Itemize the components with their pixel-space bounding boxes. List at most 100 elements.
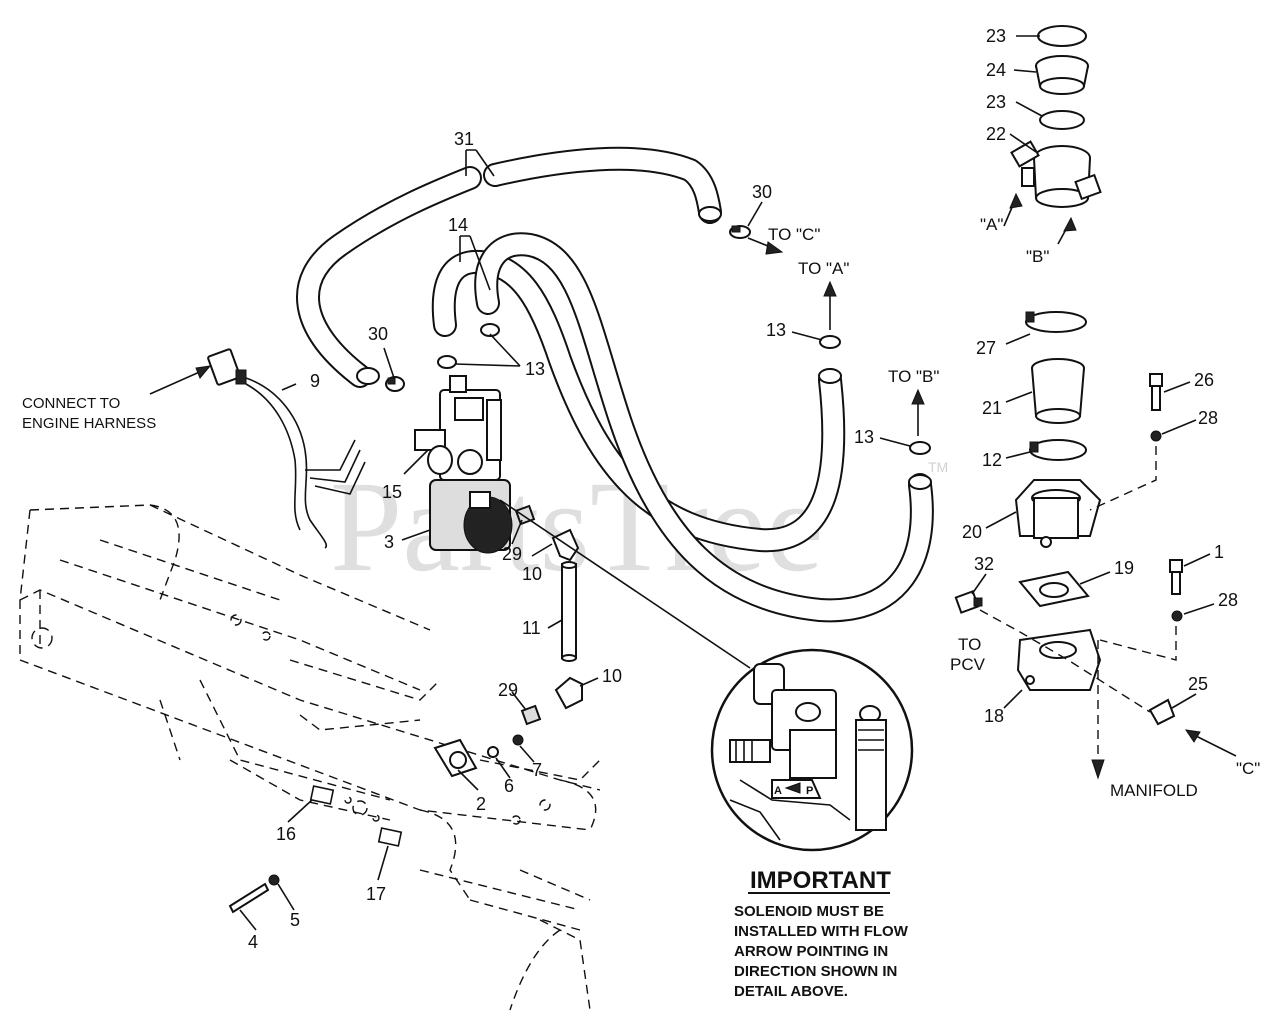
callout-4: 4 (248, 932, 258, 952)
label-plate-17 (377, 827, 403, 847)
callout-numbers: 31 30 14 13 30 13 9 13 15 3 29 10 11 29 … (248, 26, 1238, 952)
callout-5: 5 (290, 910, 300, 930)
callout-14: 14 (448, 215, 468, 235)
callout-29-bottom: 29 (498, 680, 518, 700)
label-port-c: "C" (1236, 759, 1260, 778)
callout-23-bottom: 23 (986, 92, 1006, 112)
regulator-assembly-3 (414, 375, 513, 554)
note-line: DIRECTION SHOWN IN (734, 963, 897, 980)
note-line: SOLENOID MUST BE (734, 903, 884, 920)
clamp-13 (437, 323, 931, 455)
callout-10-top: 10 (522, 564, 542, 584)
gasket-19 (1018, 570, 1090, 608)
callout-24: 24 (986, 60, 1006, 80)
callout-15: 15 (382, 482, 402, 502)
throttle-body-20 (1014, 479, 1102, 548)
callout-32: 32 (974, 554, 994, 574)
washer-28-top (1150, 430, 1162, 442)
trademark: TM (928, 459, 948, 475)
arrow-connect-harness (149, 365, 212, 395)
frame-bracket (19, 504, 601, 1011)
arrow-to-b (911, 388, 925, 436)
callout-28-top: 28 (1198, 408, 1218, 428)
wire-harness-9 (207, 348, 366, 549)
washer-6 (487, 746, 499, 758)
coupler-21 (1031, 358, 1085, 424)
arrow-to-a (823, 280, 837, 330)
callout-13-c: 13 (854, 427, 874, 447)
label-plate-16 (309, 785, 335, 805)
hose-end (908, 474, 932, 490)
o-ring-23-top (1037, 25, 1087, 47)
detail-arrow-label-p: P (806, 785, 813, 797)
mixer-body-22 (1010, 140, 1102, 208)
bulkhead-fitting-2 (433, 738, 478, 778)
callout-11: 11 (522, 618, 541, 638)
label-port-b: "B" (1026, 247, 1049, 266)
port-arrow-c (1184, 729, 1237, 757)
callout-13-a: 13 (766, 320, 786, 340)
elbow-10-top (551, 528, 580, 562)
callout-21: 21 (982, 398, 1002, 418)
pipe-11 (561, 561, 577, 662)
bolt-26 (1149, 373, 1163, 411)
label-to-pcv-line1: TO (958, 635, 981, 654)
important-note: IMPORTANT SOLENOID MUST BE INSTALLED WIT… (734, 867, 909, 1000)
callout-29-top: 29 (502, 544, 522, 564)
hose-end (698, 206, 722, 222)
detail-arrow-label-a: A (774, 785, 782, 797)
hose-end (356, 367, 380, 385)
callout-10-bottom: 10 (602, 666, 622, 686)
callout-30-top: 30 (752, 182, 772, 202)
callout-22: 22 (986, 124, 1006, 144)
hose-31 (296, 146, 722, 388)
note-line: ARROW POINTING IN (734, 943, 888, 960)
clamp-12 (1029, 439, 1087, 461)
bolt-4 (228, 874, 280, 914)
callout-3: 3 (384, 532, 394, 552)
label-to-c: TO "C" (768, 225, 820, 244)
fitting-29-bottom (520, 704, 542, 726)
direction-labels: TO "C" TO "A" TO "B" CONNECT TO ENGINE H… (22, 215, 1260, 800)
clamp-30-left (385, 376, 405, 392)
elbow-10-bottom (554, 676, 583, 710)
bolt-1 (1169, 559, 1183, 595)
adapter-24 (1035, 55, 1089, 95)
note-line: DETAIL ABOVE. (734, 983, 848, 1000)
fitting-25 (1148, 698, 1176, 726)
label-to-b: TO "B" (888, 367, 939, 386)
manifold-arrow (1091, 759, 1105, 780)
clamp-27 (1025, 311, 1087, 333)
callout-leaders (239, 35, 1215, 931)
callout-28-bottom: 28 (1218, 590, 1238, 610)
arrow-to-c (747, 237, 784, 255)
port-arrow-a (1003, 192, 1023, 227)
callout-30-left: 30 (368, 324, 388, 344)
callout-23-top: 23 (986, 26, 1006, 46)
callout-16: 16 (276, 824, 296, 844)
callout-26: 26 (1194, 370, 1214, 390)
fitting-32 (954, 590, 983, 614)
port-arrow-b (1057, 216, 1077, 245)
callout-18: 18 (984, 706, 1004, 726)
note-title: IMPORTANT (750, 867, 891, 894)
callout-2: 2 (476, 794, 486, 814)
adapter-18 (1016, 628, 1102, 691)
o-ring-23-bottom (1039, 110, 1085, 130)
callout-19: 19 (1114, 558, 1134, 578)
solenoid-detail: A P (710, 648, 914, 852)
callout-1: 1 (1214, 542, 1224, 562)
washer-28-bottom (1171, 610, 1183, 622)
note-line: INSTALLED WITH FLOW (734, 923, 909, 940)
callout-13-b: 13 (525, 359, 545, 379)
hose-14 (431, 232, 934, 623)
label-port-a: "A" (980, 215, 1003, 234)
callout-9: 9 (310, 371, 320, 391)
callout-6: 6 (504, 776, 514, 796)
callout-20: 20 (962, 522, 982, 542)
label-connect-line2: ENGINE HARNESS (22, 415, 156, 432)
callout-7: 7 (532, 760, 542, 780)
label-connect-line1: CONNECT TO (22, 395, 120, 412)
callout-27: 27 (976, 338, 996, 358)
